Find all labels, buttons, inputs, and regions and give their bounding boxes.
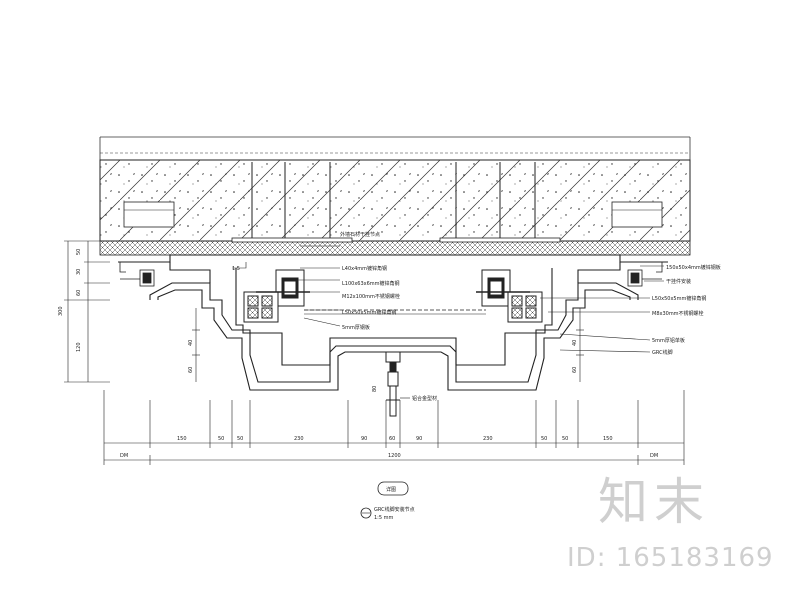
steel-brackets (243, 269, 543, 323)
side-clips (119, 262, 663, 287)
dim-end-right: DM (650, 453, 658, 459)
center-profile (385, 351, 401, 417)
dim-bottom-10: 150 (603, 436, 613, 442)
concrete-slab (99, 159, 691, 242)
left-dimension-labels: 50 30 300 60 40 60 120 40 60 80 (58, 249, 578, 392)
callout-right-2: 干挂件安装 (666, 278, 691, 285)
dim-right-0: 40 (572, 340, 578, 346)
dim-bottom-0: 150 (177, 436, 187, 442)
callout-3: M12x100mm不锈钢螺栓 (342, 293, 400, 300)
dim-left-2: 300 (58, 306, 64, 316)
callout-above-slab: 外墙石材干挂节点 (340, 231, 380, 238)
title-tag: 详图 (386, 486, 396, 493)
dim-bottom-2: 50 (237, 436, 243, 442)
dim-left-4: 40 (188, 340, 194, 346)
callout-9: GRC线脚 (652, 349, 673, 356)
callout-7: M8x30mm不锈钢螺栓 (652, 310, 704, 317)
dim-left-6: 120 (76, 342, 82, 352)
dim-left-1: 30 (76, 269, 82, 275)
watermark-id: ID: 165183169 (567, 543, 774, 573)
callout-bottom: 铝合金型材 (412, 395, 437, 402)
watermark-logo: 知末 (598, 473, 710, 531)
title-caption-2: 1:5 mm (374, 515, 394, 521)
dim-bottom-5: 60 (389, 436, 395, 442)
callout-1: L40x4mm镀锌角钢 (342, 265, 387, 272)
dim-overall: 1200 (388, 453, 401, 459)
dim-left-3: 60 (76, 290, 82, 296)
dim-left-5: 60 (188, 367, 194, 373)
callout-2: L100x63x6mm镀锌角钢 (342, 280, 400, 287)
callout-8: 5mm厚铝单板 (652, 337, 685, 344)
callout-right-1: 150x50x4mm镀锌钢板 (666, 264, 721, 271)
dim-bottom-4: 90 (361, 436, 367, 442)
callout-labels: 外墙石材干挂节点 1.5 150x50x4mm镀锌钢板 干挂件安装 L40x4m… (232, 231, 721, 402)
dim-bottom-3: 230 (294, 436, 304, 442)
leader-lines (232, 245, 664, 399)
dim-bottom-9: 50 (562, 436, 568, 442)
embed-plates (231, 237, 561, 243)
bottom-dimensions (103, 390, 685, 465)
dim-end-left: DM (120, 453, 128, 459)
dim-bottom-7: 230 (483, 436, 493, 442)
callout-4: L50x50x5mm镀锌角钢 (342, 309, 396, 316)
dim-bottom-1: 50 (218, 436, 224, 442)
top-boundary (99, 136, 691, 160)
left-dimensions (64, 240, 584, 383)
dim-center: 80 (372, 386, 378, 392)
dim-right-1: 60 (572, 367, 578, 373)
callout-5: 5mm厚钢板 (342, 324, 370, 331)
callout-6: L50x50x5mm镀锌角钢 (652, 295, 706, 302)
dim-left-0: 50 (76, 249, 82, 255)
mortar-layer (99, 240, 691, 256)
title-caption-1: GRC线脚安装节点 (374, 506, 415, 513)
title-block: 详图 GRC线脚安装节点 1:5 mm (360, 481, 415, 521)
dim-bottom-8: 50 (541, 436, 547, 442)
dim-bottom-6: 90 (416, 436, 422, 442)
bottom-dimension-labels: 150 50 50 230 90 60 90 230 50 50 150 120… (120, 436, 658, 459)
callout-left-top: 1.5 (232, 266, 240, 272)
